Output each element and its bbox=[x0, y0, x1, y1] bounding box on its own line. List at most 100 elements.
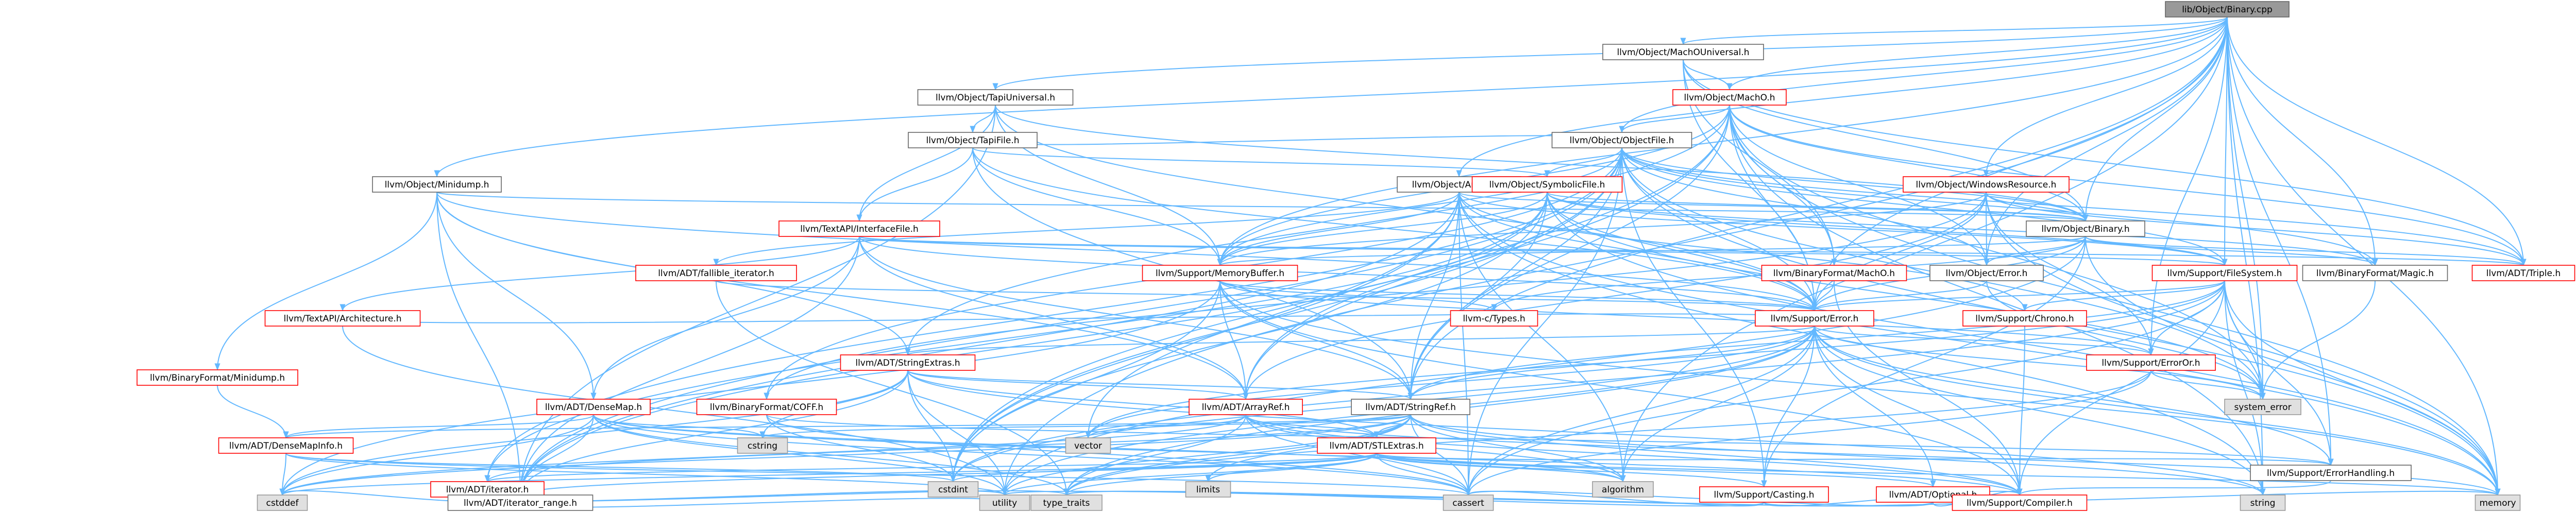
node-cstring[interactable]: cstring bbox=[737, 437, 788, 454]
node-label: llvm/Support/Compiler.h bbox=[1967, 498, 2073, 508]
node-binary-magic[interactable]: llvm/BinaryFormat/Magic.h bbox=[2302, 265, 2448, 281]
node-box bbox=[1142, 265, 1298, 281]
node-tapi-file[interactable]: llvm/Object/TapiFile.h bbox=[908, 132, 1038, 148]
edge-macho-to-memory bbox=[1729, 105, 2501, 496]
node-adt-triple[interactable]: llvm/ADT/Triple.h bbox=[2471, 265, 2575, 281]
edge-object_binary-to-adt_triple bbox=[2085, 236, 2527, 266]
edge-textapi_arch-to-utility bbox=[342, 326, 1008, 496]
edge-memory_buffer-to-adt_arrayref bbox=[1219, 280, 1249, 400]
node-string[interactable]: string bbox=[2240, 494, 2286, 511]
node-vector[interactable]: vector bbox=[1065, 437, 1111, 454]
node-label: llvm/TextAPI/InterfaceFile.h bbox=[800, 224, 919, 234]
node-macho-universal[interactable]: llvm/Object/MachOUniversal.h bbox=[1602, 44, 1764, 60]
node-textapi-interface[interactable]: llvm/TextAPI/InterfaceFile.h bbox=[778, 220, 940, 237]
node-box bbox=[1450, 310, 1538, 327]
node-support-compiler[interactable]: llvm/Support/Compiler.h bbox=[1952, 494, 2088, 511]
edge-support_error-to-string bbox=[1814, 326, 2266, 496]
node-c-types[interactable]: llvm-c/Types.h bbox=[1450, 310, 1538, 327]
edge-object_binary-to-binary_magic bbox=[2085, 236, 2378, 266]
node-box bbox=[1351, 399, 1470, 415]
edge-archive-to-iterator_range bbox=[517, 192, 1460, 496]
node-box bbox=[840, 354, 976, 371]
node-box bbox=[737, 437, 788, 454]
node-object-file[interactable]: llvm/Object/ObjectFile.h bbox=[1551, 132, 1692, 148]
edge-support_filesystem-to-memory bbox=[2224, 280, 2501, 496]
node-support-errorhandling[interactable]: llvm/Support/ErrorHandling.h bbox=[2250, 465, 2412, 481]
node-windows-resource[interactable]: llvm/Object/WindowsResource.h bbox=[1903, 176, 2070, 193]
node-macho[interactable]: llvm/Object/MachO.h bbox=[1672, 89, 1787, 106]
node-limits[interactable]: limits bbox=[1185, 481, 1231, 498]
node-object-error[interactable]: llvm/Object/Error.h bbox=[1929, 265, 2044, 281]
node-label: memory bbox=[2479, 498, 2516, 508]
node-algorithm[interactable]: algorithm bbox=[1592, 481, 1654, 498]
node-label: llvm/ADT/StringExtras.h bbox=[855, 358, 960, 368]
node-adt-densemap[interactable]: llvm/ADT/DenseMap.h bbox=[536, 399, 651, 415]
node-box bbox=[2026, 220, 2145, 237]
node-cassert[interactable]: cassert bbox=[1443, 494, 1494, 511]
node-binformat-coff[interactable]: llvm/BinaryFormat/COFF.h bbox=[696, 399, 837, 415]
node-cstdint[interactable]: cstdint bbox=[927, 481, 979, 498]
edge-support_error-to-vector bbox=[1085, 326, 1815, 439]
node-label: llvm/Support/ErrorOr.h bbox=[2102, 358, 2200, 368]
edge-support_filesystem-to-cassert bbox=[1465, 280, 2225, 496]
node-utility[interactable]: utility bbox=[979, 494, 1030, 511]
edge-windows_resource-to-memory_buffer bbox=[1217, 192, 1987, 266]
node-label: llvm/BinaryFormat/MachO.h bbox=[1773, 268, 1895, 279]
edge-adt_stlextras-to-memory bbox=[1376, 453, 2500, 496]
edge-adt_arrayref-to-support_compiler bbox=[1245, 414, 2023, 496]
node-memory-buffer[interactable]: llvm/Support/MemoryBuffer.h bbox=[1142, 265, 1298, 281]
node-label: string bbox=[2250, 498, 2276, 508]
edge-root-to-adt_triple bbox=[2227, 16, 2527, 266]
node-label: cstdint bbox=[938, 485, 968, 495]
node-label: llvm/Object/Error.h bbox=[1946, 268, 2028, 279]
node-support-filesystem[interactable]: llvm/Support/FileSystem.h bbox=[2151, 265, 2298, 281]
node-label: llvm/ADT/iterator_range.h bbox=[464, 498, 577, 508]
node-support-casting[interactable]: llvm/Support/Casting.h bbox=[1699, 486, 1829, 503]
node-tapi-universal[interactable]: llvm/Object/TapiUniversal.h bbox=[917, 89, 1074, 106]
node-box bbox=[1592, 481, 1654, 498]
node-system-error[interactable]: system_error bbox=[2224, 399, 2301, 415]
edge-adt_stringextras-to-adt_arrayref bbox=[907, 370, 1249, 400]
node-object-binary[interactable]: llvm/Object/Binary.h bbox=[2026, 220, 2145, 237]
node-cstddef[interactable]: cstddef bbox=[257, 494, 308, 511]
node-symbolic-file[interactable]: llvm/Object/SymbolicFile.h bbox=[1471, 176, 1623, 193]
edge-textapi_interface-to-textapi_arch bbox=[340, 236, 860, 312]
node-support-error[interactable]: llvm/Support/Error.h bbox=[1755, 310, 1874, 327]
node-label: llvm/Object/TapiUniversal.h bbox=[936, 93, 1055, 103]
node-iterator-range[interactable]: llvm/ADT/iterator_range.h bbox=[447, 494, 594, 511]
edge-root-to-binary_magic bbox=[2227, 16, 2378, 266]
node-root[interactable]: lib/Object/Binary.cpp bbox=[2165, 1, 2290, 18]
node-binformat-minidump[interactable]: llvm/BinaryFormat/Minidump.h bbox=[137, 369, 298, 386]
node-adt-stlextras[interactable]: llvm/ADT/STLExtras.h bbox=[1317, 437, 1436, 454]
node-label: llvm/ADT/Triple.h bbox=[2486, 268, 2561, 279]
edge-archive-to-algorithm bbox=[1459, 192, 1626, 483]
node-adt-stringextras[interactable]: llvm/ADT/StringExtras.h bbox=[840, 354, 976, 371]
node-minidump[interactable]: llvm/Object/Minidump.h bbox=[372, 176, 502, 193]
node-adt-iterator[interactable]: llvm/ADT/iterator.h bbox=[430, 481, 545, 498]
node-binformat-macho[interactable]: llvm/BinaryFormat/MachO.h bbox=[1761, 265, 1907, 281]
node-type-traits[interactable]: type_traits bbox=[1030, 494, 1103, 511]
edge-memory_buffer-to-support_erroror bbox=[1219, 280, 2154, 356]
edges-layer bbox=[214, 16, 2527, 508]
node-box bbox=[1761, 265, 1907, 281]
node-fallible-iterator[interactable]: llvm/ADT/fallible_iterator.h bbox=[635, 265, 797, 281]
node-support-erroror[interactable]: llvm/Support/ErrorOr.h bbox=[2086, 354, 2216, 371]
node-label: llvm/Object/ObjectFile.h bbox=[1570, 135, 1674, 146]
edge-adt_densemap-to-cassert bbox=[593, 414, 1471, 496]
edge-root-to-support_errorhandling bbox=[2227, 16, 2334, 466]
node-box bbox=[2302, 265, 2448, 281]
node-box bbox=[2240, 494, 2286, 511]
node-textapi-arch[interactable]: llvm/TextAPI/Architecture.h bbox=[264, 310, 421, 327]
node-label: llvm/Support/FileSystem.h bbox=[2167, 268, 2282, 279]
node-label: llvm-c/Types.h bbox=[1463, 314, 1525, 324]
node-support-chrono[interactable]: llvm/Support/Chrono.h bbox=[1962, 310, 2087, 327]
edge-adt_densemap-to-utility bbox=[593, 414, 1008, 496]
node-adt-arrayref[interactable]: llvm/ADT/ArrayRef.h bbox=[1189, 399, 1303, 415]
node-adt-stringref[interactable]: llvm/ADT/StringRef.h bbox=[1351, 399, 1470, 415]
node-label: llvm/Object/WindowsResource.h bbox=[1916, 180, 2057, 190]
edge-tapi_universal-to-textapi_interface bbox=[856, 105, 996, 222]
node-memory[interactable]: memory bbox=[2475, 494, 2521, 511]
edge-support_filesystem-to-vector bbox=[1085, 280, 2225, 439]
node-adt-densemapinfo[interactable]: llvm/ADT/DenseMapInfo.h bbox=[218, 437, 354, 454]
node-box bbox=[635, 265, 797, 281]
